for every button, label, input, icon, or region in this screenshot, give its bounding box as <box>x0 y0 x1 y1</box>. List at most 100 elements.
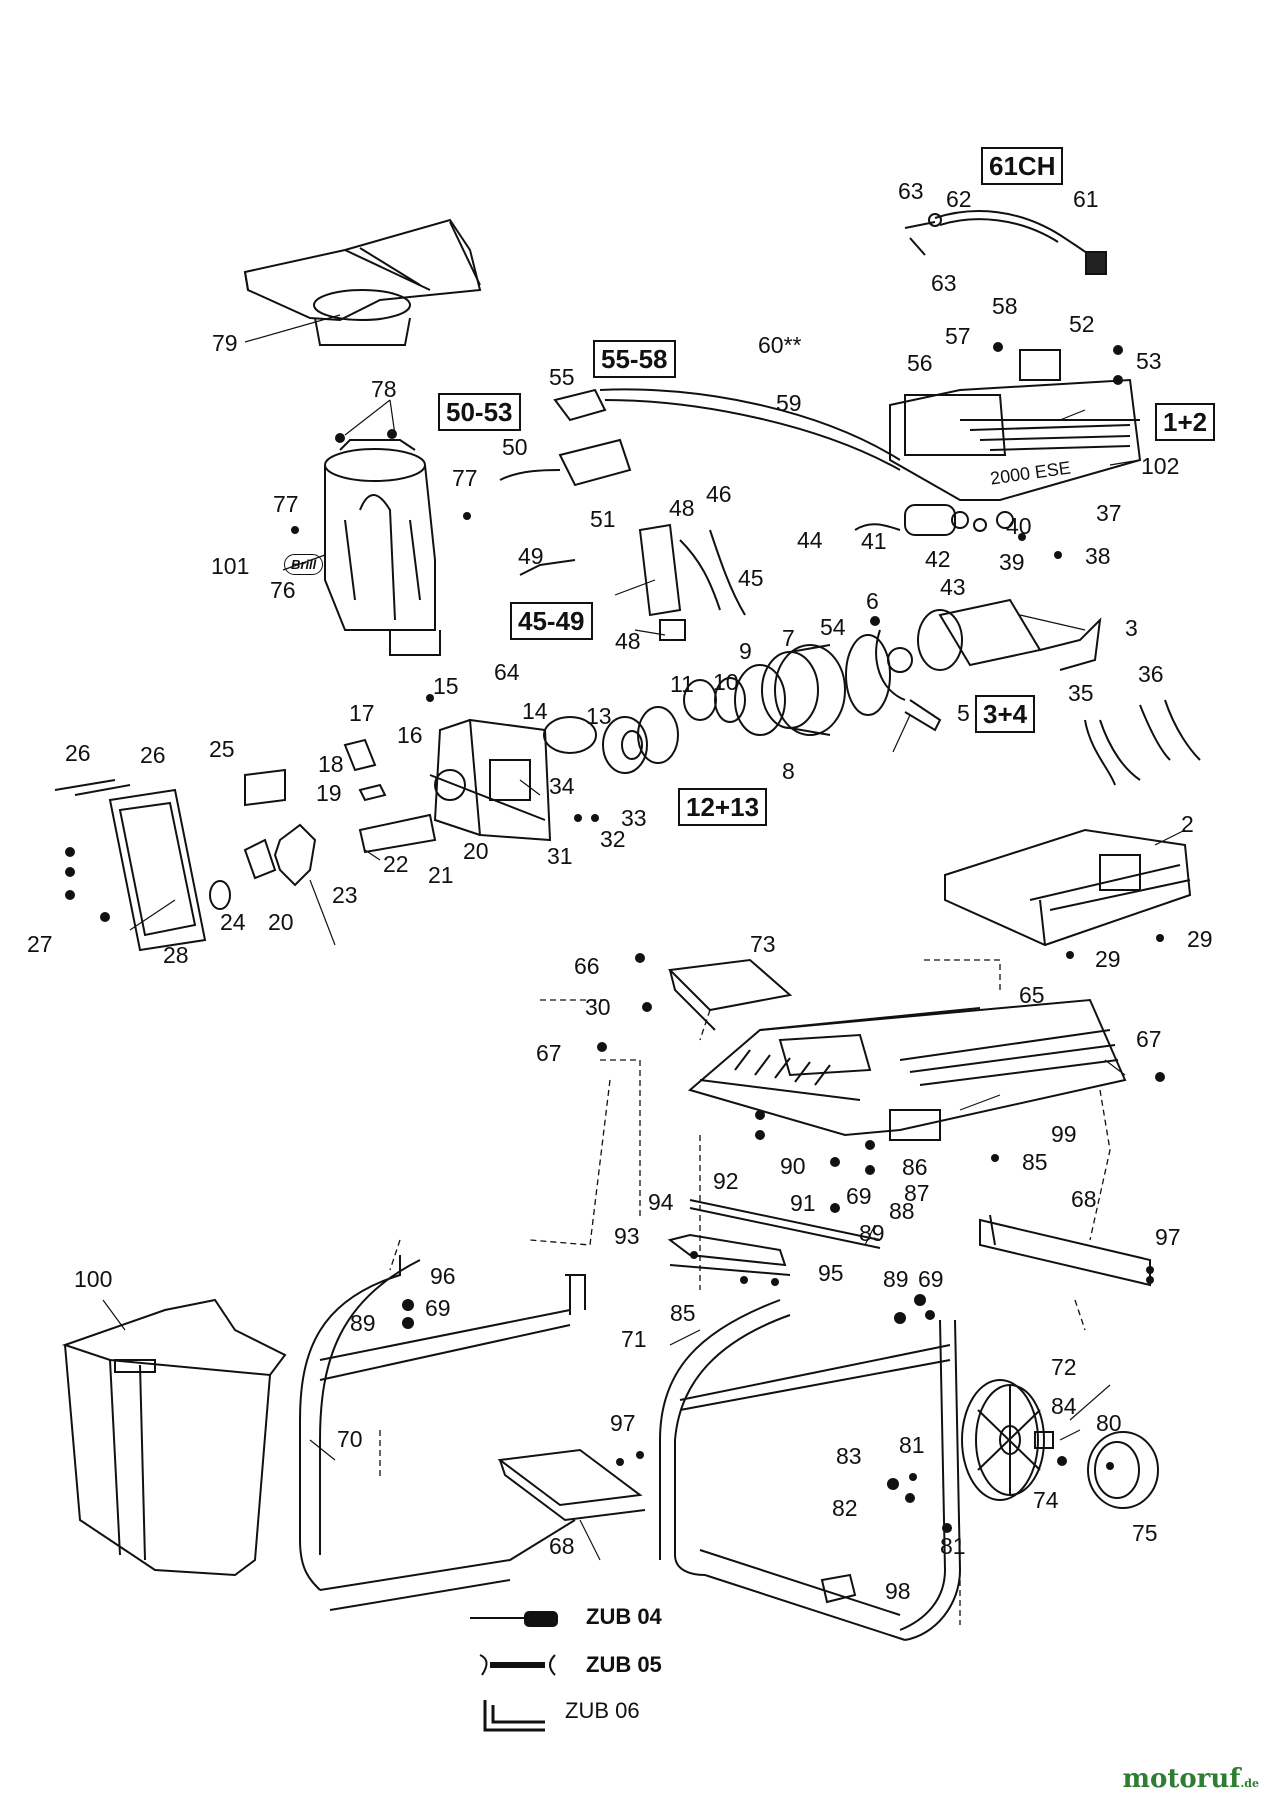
part-number: 6 <box>866 588 879 614</box>
side-rail-drawing <box>980 1215 1150 1285</box>
part-number: 72 <box>1051 1354 1077 1380</box>
part-number: 69 <box>918 1266 944 1292</box>
part-number: 7 <box>782 625 795 651</box>
part-number: 85 <box>670 1300 696 1326</box>
group-label-61ch: 61CH <box>981 147 1064 185</box>
part-number: 29 <box>1095 946 1121 972</box>
part-number: 84 <box>1051 1393 1077 1419</box>
part-number: 45 <box>738 565 764 591</box>
part-number: 17 <box>349 700 375 726</box>
part-number: 91 <box>790 1190 816 1216</box>
part-number: 68 <box>1071 1186 1097 1212</box>
part-number: 36 <box>1138 661 1164 687</box>
part-number: 18 <box>318 751 344 777</box>
part-number: 69 <box>425 1295 451 1321</box>
part-number: 63 <box>931 270 957 296</box>
part-number: 78 <box>371 376 397 402</box>
part-number: 10 <box>713 669 739 695</box>
part-number: 71 <box>621 1326 647 1352</box>
part-number: 70 <box>337 1426 363 1452</box>
hopper-top-drawing <box>245 220 480 345</box>
part-number: 29 <box>1187 926 1213 952</box>
part-number: 90 <box>780 1153 806 1179</box>
part-number: 40 <box>1006 513 1032 539</box>
part-number: 5 <box>957 700 970 726</box>
wheel-drawing <box>962 1380 1053 1500</box>
tool-label-zub-06: ZUB 06 <box>565 1698 640 1723</box>
brand-badge: Brill <box>284 554 324 575</box>
switch-block-drawing <box>520 524 900 640</box>
part-number: 28 <box>163 942 189 968</box>
part-number: 3 <box>1125 615 1138 641</box>
part-number: 86 <box>902 1154 928 1180</box>
part-number: 97 <box>610 1410 636 1436</box>
part-number: 88 <box>889 1198 915 1224</box>
end-plate-drawing <box>55 780 230 950</box>
part-number: 16 <box>397 722 423 748</box>
part-number: 26 <box>140 742 166 768</box>
part-number: 77 <box>452 465 478 491</box>
screw-hardware <box>65 342 1165 1533</box>
part-number: 35 <box>1068 680 1094 706</box>
part-number: 62 <box>946 186 972 212</box>
part-number: 95 <box>818 1260 844 1286</box>
part-number: 31 <box>547 843 573 869</box>
part-number: 92 <box>713 1168 739 1194</box>
part-number: 99 <box>1051 1121 1077 1147</box>
part-number: 81 <box>940 1533 966 1559</box>
part-number: 14 <box>522 698 548 724</box>
part-number: 48 <box>669 495 695 521</box>
leader-lines <box>103 315 1185 1560</box>
watermark-name: motoruf <box>1122 1764 1241 1794</box>
part-number: 74 <box>1033 1487 1059 1513</box>
part-number: 49 <box>518 543 544 569</box>
clip-drawing <box>822 1575 855 1602</box>
part-number: 89 <box>859 1220 885 1246</box>
part-number: 68 <box>549 1533 575 1559</box>
collection-bin-drawing <box>65 1300 285 1575</box>
part-number: 73 <box>750 931 776 957</box>
part-number: 94 <box>648 1189 674 1215</box>
part-number: 13 <box>586 703 612 729</box>
part-number: 87 <box>904 1180 930 1206</box>
part-number: 38 <box>1085 543 1111 569</box>
watermark-tld: .de <box>1240 1777 1259 1790</box>
allen-key-icon <box>485 1700 545 1730</box>
part-number: 98 <box>885 1578 911 1604</box>
part-number: 77 <box>273 491 299 517</box>
part-number: 24 <box>220 909 246 935</box>
foot-step-drawing <box>500 1450 645 1520</box>
part-number: 55 <box>549 364 575 390</box>
part-number: 66 <box>574 953 600 979</box>
part-number: 25 <box>209 736 235 762</box>
part-number: 50 <box>502 434 528 460</box>
part-number: 39 <box>999 549 1025 575</box>
frame-left-drawing <box>300 1255 585 1610</box>
main-cover-drawing <box>690 1000 1125 1140</box>
part-number: 9 <box>739 638 752 664</box>
group-label-45-49: 45-49 <box>510 602 593 640</box>
part-number: 96 <box>430 1263 456 1289</box>
part-number: 42 <box>925 546 951 572</box>
part-number: 8 <box>782 758 795 784</box>
part-number: 61 <box>1073 186 1099 212</box>
part-number: 69 <box>846 1183 872 1209</box>
part-number: 21 <box>428 862 454 888</box>
group-label-55-58: 55-58 <box>593 340 676 378</box>
part-number: 54 <box>820 614 846 640</box>
part-number: 58 <box>992 293 1018 319</box>
part-number: 20 <box>463 838 489 864</box>
part-number: 93 <box>614 1223 640 1249</box>
switch-assembly-drawing <box>500 389 900 485</box>
cable-set-drawing <box>1085 700 1200 785</box>
part-number: 30 <box>585 994 611 1020</box>
part-number: 15 <box>433 673 459 699</box>
group-label-50-53: 50-53 <box>438 393 521 431</box>
part-number: 23 <box>332 882 358 908</box>
part-number: 83 <box>836 1443 862 1469</box>
part-number: 76 <box>270 577 296 603</box>
part-number: 19 <box>316 780 342 806</box>
part-number: 51 <box>590 506 616 532</box>
part-number: 75 <box>1132 1520 1158 1546</box>
part-number: 48 <box>615 628 641 654</box>
